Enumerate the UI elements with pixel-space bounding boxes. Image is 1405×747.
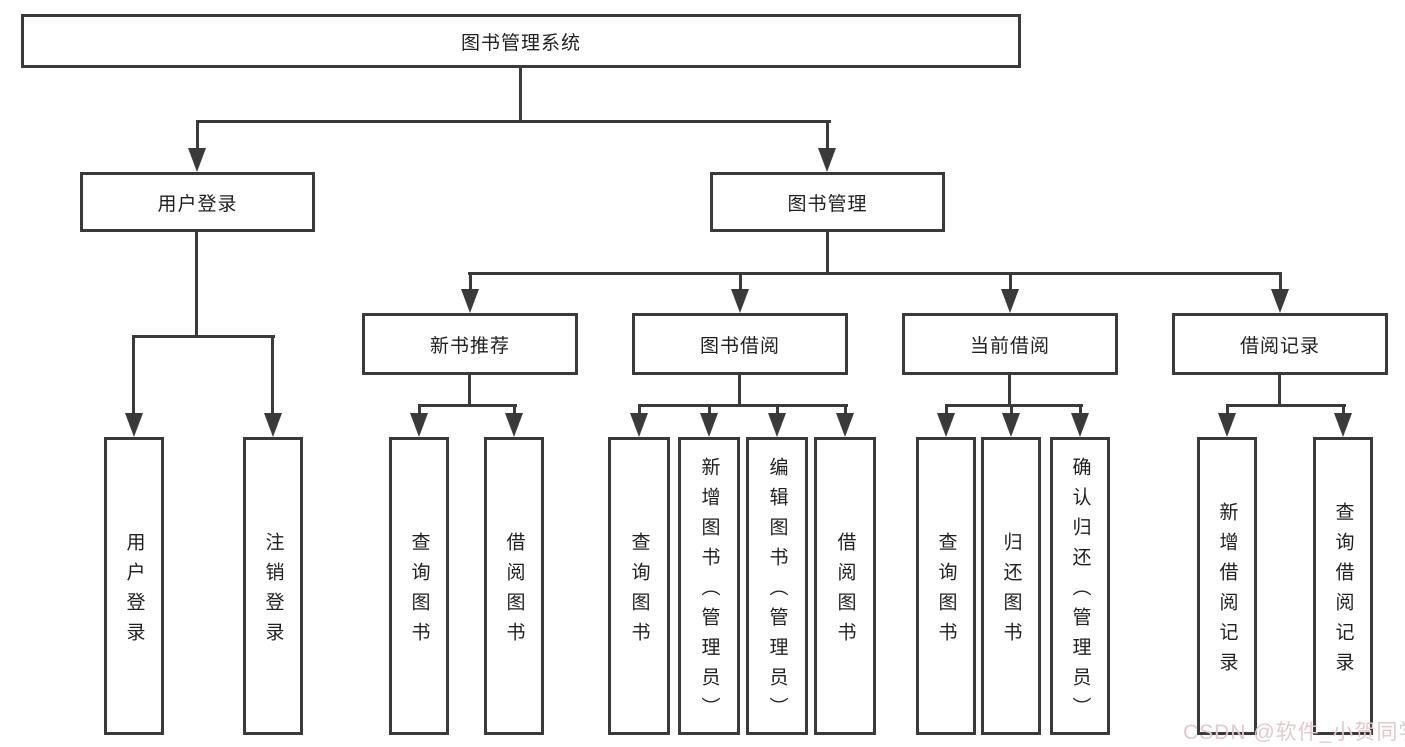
connector-user-login-stub: [196, 120, 199, 152]
node-user-login-label: 用户登录: [157, 193, 238, 215]
node-br-add-record: 新增借阅记录: [1197, 437, 1257, 735]
watermark: CSDN @软件_小贺同学: [1183, 721, 1405, 744]
connector-bb-leaf3-stub: [776, 404, 779, 416]
node-nb-borrow-books: 借阅图书: [484, 437, 544, 735]
connector-new-book-stub: [469, 272, 472, 292]
connector-bb-leaf1-stub: [638, 404, 641, 416]
connector-cb-leaf2-stub: [1010, 404, 1013, 416]
arrowhead-nb-leaf1-icon: [410, 413, 428, 437]
node-root-label: 图书管理系统: [460, 32, 581, 54]
connector-user-login-stem: [195, 232, 198, 335]
node-bb-query-books-label: 查询图书: [628, 531, 650, 652]
node-bb-borrow-books: 借阅图书: [814, 437, 876, 735]
arrowhead-cb-leaf2-icon: [1002, 413, 1020, 437]
node-nb-query-books-label: 查询图书: [408, 531, 430, 652]
node-bb-edit-books-admin: 编辑图书（管理员）: [746, 437, 808, 735]
arrowhead-login-leaf2-icon: [264, 413, 282, 437]
connector-current-stem: [1008, 375, 1011, 407]
connector-nb-leaf2-stub: [513, 404, 516, 416]
arrowhead-borrowing-icon: [731, 289, 749, 313]
arrowhead-br-leaf2-icon: [1334, 413, 1352, 437]
connector-current-bar: [945, 404, 1083, 407]
arrowhead-cb-leaf3-icon: [1071, 413, 1089, 437]
node-book-borrowing: 图书借阅: [632, 313, 848, 375]
connector-borrowing-bar: [638, 404, 848, 407]
node-br-add-record-label: 新增借阅记录: [1216, 501, 1238, 682]
arrowhead-book-mgmt-icon: [818, 148, 836, 172]
connector-new-book-stem: [468, 375, 471, 407]
arrowhead-bb-leaf2-icon: [700, 413, 718, 437]
arrowhead-bb-leaf4-icon: [836, 413, 854, 437]
node-leaf-logout-label: 注销登录: [262, 531, 284, 652]
connector-records-stem: [1278, 375, 1281, 407]
node-root: 图书管理系统: [21, 14, 1021, 68]
connector-cb-leaf3-stub: [1079, 404, 1082, 416]
connector-br-leaf1-stub: [1226, 404, 1229, 416]
node-current-borrowing: 当前借阅: [902, 313, 1118, 375]
arrowhead-records-icon: [1271, 289, 1289, 313]
connector-nb-leaf1-stub: [418, 404, 421, 416]
node-br-query-record-label: 查询借阅记录: [1332, 501, 1354, 682]
connector-new-book-bar: [418, 404, 517, 407]
node-cb-return-books: 归还图书: [981, 437, 1041, 735]
node-cb-query-books: 查询图书: [916, 437, 976, 735]
connector-br-leaf2-stub: [1342, 404, 1345, 416]
node-current-borrowing-label: 当前借阅: [969, 335, 1050, 357]
connector-borrowing-stub: [739, 272, 742, 292]
connector-root-stem: [519, 68, 522, 120]
connector-login-leaf1-stub: [132, 335, 135, 417]
arrowhead-br-leaf1-icon: [1218, 413, 1236, 437]
connector-borrowing-stem: [738, 375, 741, 407]
connector-login-leaf2-stub: [271, 335, 274, 417]
connector-book-mgmt-bar: [468, 272, 1282, 275]
node-book-mgmt-label: 图书管理: [787, 193, 868, 215]
node-new-book-rec: 新书推荐: [362, 313, 578, 375]
arrowhead-cb-leaf1-icon: [937, 413, 955, 437]
arrowhead-new-book-icon: [461, 289, 479, 313]
node-nb-query-books: 查询图书: [389, 437, 449, 735]
connector-current-stub: [1009, 272, 1012, 292]
connector-bb-leaf2-stub: [708, 404, 711, 416]
connector-book-mgmt-stem: [826, 232, 829, 272]
connector-root-bar: [196, 120, 831, 123]
connector-records-bar: [1226, 404, 1346, 407]
arrowhead-bb-leaf1-icon: [630, 413, 648, 437]
node-borrowing-records-label: 借阅记录: [1239, 335, 1320, 357]
node-cb-return-books-label: 归还图书: [1000, 531, 1022, 652]
connector-cb-leaf1-stub: [945, 404, 948, 416]
connector-book-mgmt-stub: [826, 120, 829, 152]
node-leaf-user-login-label: 用户登录: [123, 531, 145, 652]
node-cb-confirm-return-admin: 确认归还（管理员）: [1050, 437, 1110, 735]
node-borrowing-records: 借阅记录: [1172, 313, 1388, 375]
arrowhead-bb-leaf3-icon: [768, 413, 786, 437]
node-new-book-rec-label: 新书推荐: [429, 335, 510, 357]
node-book-mgmt: 图书管理: [710, 172, 945, 232]
node-book-borrowing-label: 图书借阅: [699, 335, 780, 357]
node-user-login: 用户登录: [80, 172, 315, 232]
node-nb-borrow-books-label: 借阅图书: [503, 531, 525, 652]
arrowhead-nb-leaf2-icon: [505, 413, 523, 437]
node-cb-query-books-label: 查询图书: [935, 531, 957, 652]
node-bb-edit-books-admin-label: 编辑图书（管理员）: [766, 456, 788, 727]
connector-user-login-bar: [132, 335, 275, 338]
node-leaf-logout: 注销登录: [243, 437, 303, 735]
connector-bb-leaf4-stub: [844, 404, 847, 416]
node-leaf-user-login: 用户登录: [104, 437, 164, 735]
arrowhead-login-leaf1-icon: [125, 413, 143, 437]
node-bb-query-books: 查询图书: [608, 437, 670, 735]
arrowhead-user-login-icon: [188, 148, 206, 172]
node-bb-add-books-admin: 新增图书（管理员）: [678, 437, 740, 735]
node-br-query-record: 查询借阅记录: [1313, 437, 1373, 735]
node-cb-confirm-return-admin-label: 确认归还（管理员）: [1069, 456, 1091, 727]
connector-records-stub: [1279, 272, 1282, 292]
arrowhead-current-icon: [1001, 289, 1019, 313]
node-bb-borrow-books-label: 借阅图书: [834, 531, 856, 652]
node-bb-add-books-admin-label: 新增图书（管理员）: [698, 456, 720, 727]
